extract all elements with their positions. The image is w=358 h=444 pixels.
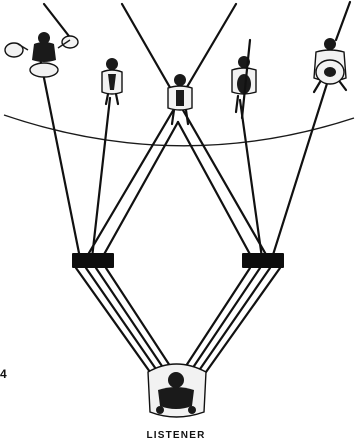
saxophonist-icon [102,58,122,104]
right-speaker [242,253,284,268]
path-line [336,2,350,40]
path-line [190,268,260,372]
listener-icon [148,364,206,417]
path-line [40,58,80,258]
path-line [240,100,262,258]
listener-label: LISTENER [146,430,205,441]
sound-paths [40,2,350,372]
bassist-icon [314,38,346,92]
path-line [122,4,268,258]
left-speaker [72,253,114,268]
path-line [272,74,330,258]
drummer-icon [5,32,78,77]
path-line [86,4,236,258]
path-line [198,268,270,372]
trumpeter-icon [168,74,192,124]
path-line [102,122,178,258]
figure-number: 4 [0,367,7,381]
path-line [86,268,158,372]
path-line [96,268,166,372]
guitarist-icon [232,40,256,118]
